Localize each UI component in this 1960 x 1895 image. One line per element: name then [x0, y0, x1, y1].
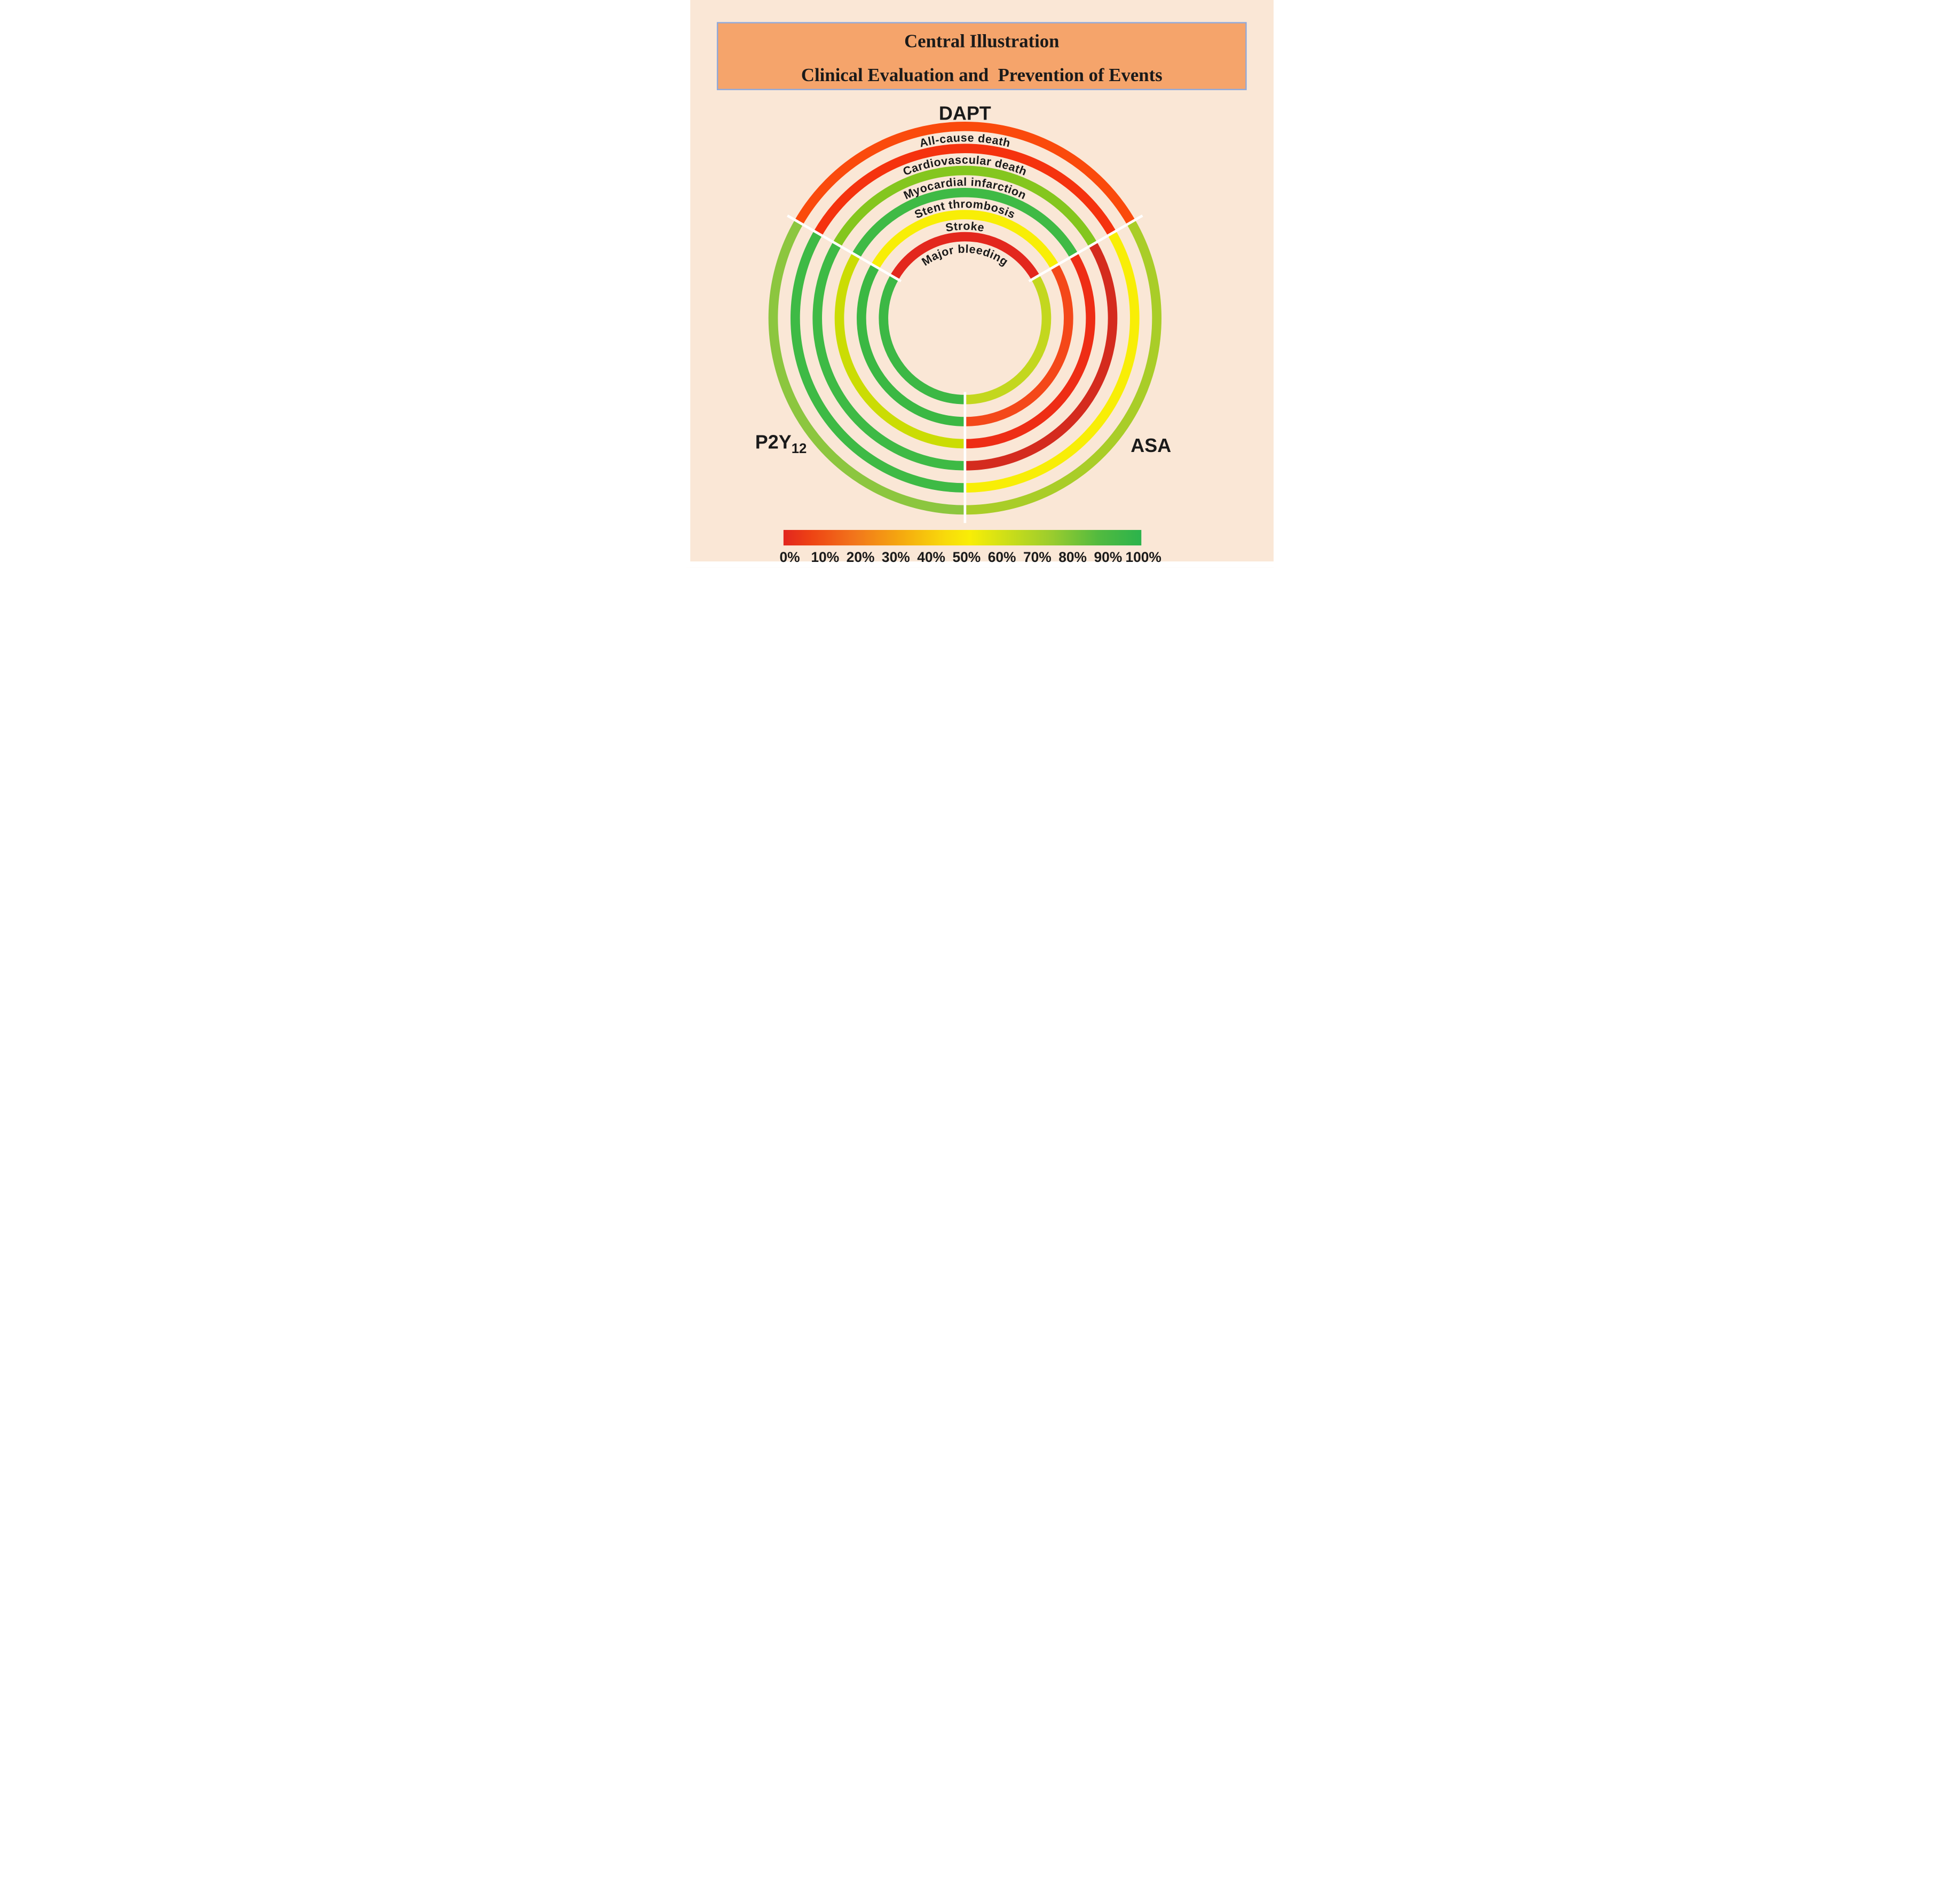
- sector-label-dapt: DAPT: [939, 102, 991, 124]
- ring-segment-dapt-6: [890, 232, 1040, 280]
- scale-tick-label: 100%: [1125, 549, 1161, 565]
- scale-gradient-bar: [783, 530, 1142, 546]
- ring-segment-asa-6: [965, 275, 1052, 405]
- ring-segment-dapt-3: [833, 165, 1097, 247]
- ring-segment-dapt-2: [813, 144, 1116, 236]
- ring-label-5: Stroke: [944, 219, 985, 234]
- ring-segment-asa-3: [965, 242, 1118, 471]
- ring-segment-p2y12-3: [812, 242, 965, 471]
- scale-tick-label: 0%: [779, 549, 800, 565]
- ring-segment-dapt-1: [795, 121, 1135, 225]
- sector-label-p2y12-main: P2Y: [755, 431, 792, 453]
- scale-tick-label: 90%: [1094, 549, 1123, 565]
- ring-segment-p2y12-6: [879, 275, 965, 405]
- ring-segment-p2y12-5: [857, 264, 965, 426]
- ring-segment-p2y12-2: [791, 231, 965, 493]
- page-margin-bottom: [686, 561, 1274, 568]
- sector-label-p2y12: P2Y12: [755, 431, 807, 456]
- figure-container: Central Illustration Clinical Evaluation…: [686, 0, 1274, 568]
- ring-segment-p2y12-1: [768, 220, 965, 515]
- ring-segment-p2y12-4: [834, 253, 965, 449]
- sector-label-asa: ASA: [1131, 434, 1171, 456]
- title-line-1: Central Illustration: [904, 30, 1059, 51]
- figure-background: [686, 0, 1274, 568]
- figure-canvas: Central Illustration Clinical Evaluation…: [686, 0, 1274, 568]
- ring-segment-asa-4: [965, 253, 1095, 449]
- scale-tick-label: 70%: [1023, 549, 1052, 565]
- rings-group: [768, 121, 1161, 515]
- scale-tick-label: 60%: [988, 549, 1016, 565]
- scale-tick-label: 40%: [917, 549, 945, 565]
- title-line-2: Clinical Evaluation and Prevention of Ev…: [801, 65, 1163, 85]
- page-margin-left: [686, 0, 691, 568]
- sector-divider: [787, 215, 902, 283]
- ring-segment-dapt-5: [871, 210, 1059, 269]
- ring-segment-asa-1: [965, 220, 1161, 515]
- sector-label-p2y12-subscript: 12: [792, 441, 807, 456]
- scale-tick-label: 50%: [952, 549, 981, 565]
- ring-segment-asa-5: [965, 264, 1073, 426]
- ring-segment-dapt-4: [852, 188, 1078, 258]
- scale-tick-label: 10%: [811, 549, 839, 565]
- scale-tick-label: 20%: [847, 549, 875, 565]
- scale-tick-labels-group: 0% 10% 20% 30% 40% 50% 60% 70% 80% 90%100%: [779, 549, 1161, 565]
- ring-segment-asa-2: [965, 231, 1140, 493]
- scale-tick-label: 80%: [1058, 549, 1087, 565]
- dividers-group: [787, 215, 1143, 524]
- sector-divider: [1028, 215, 1143, 283]
- title-box: [716, 22, 1247, 90]
- scale-tick-label: 30%: [882, 549, 910, 565]
